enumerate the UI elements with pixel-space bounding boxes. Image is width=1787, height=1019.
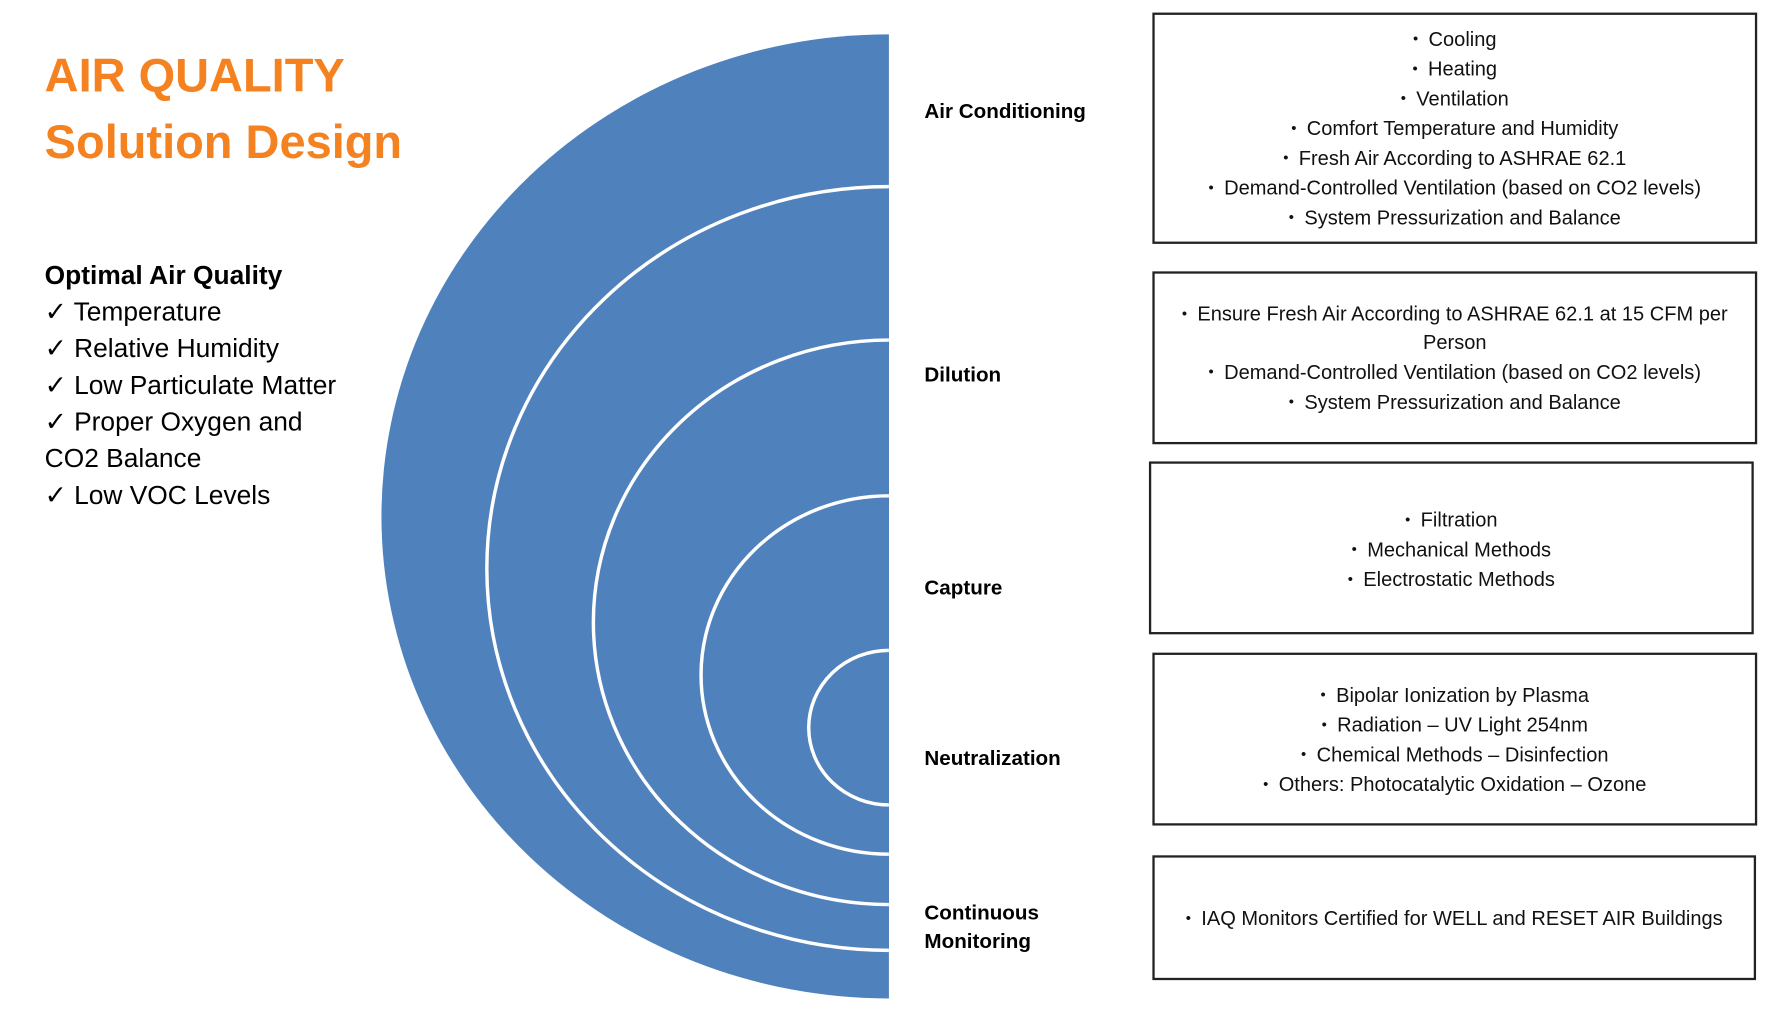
bullet-item: Ventilation <box>1401 84 1509 114</box>
bullet-item: Heating <box>1412 54 1497 84</box>
bullet-item: Bipolar Ionization by Plasma <box>1321 680 1589 710</box>
layer-label-continuous-monitoring: Continuous Monitoring <box>924 901 1039 953</box>
neutralization-box: Bipolar Ionization by Plasma Radiation –… <box>1152 652 1758 826</box>
bullet-item: Filtration <box>1405 505 1498 535</box>
optimal-heading: Optimal Air Quality <box>44 259 283 290</box>
bullet-item: Cooling <box>1413 24 1497 54</box>
optimal-air-quality-list: Optimal Air Quality ✓ Temperature ✓ Rela… <box>45 256 337 512</box>
bullet-item: Comfort Temperature and Humidity <box>1291 113 1619 143</box>
optimal-item: ✓ Low VOC Levels <box>44 479 271 510</box>
layer-label-air-conditioning: Air Conditioning <box>924 99 1086 123</box>
bullet-item: Ensure Fresh Air According to ASHRAE 62.… <box>1166 299 1743 357</box>
optimal-item: ✓ Proper Oxygen and CO2 Balance <box>44 406 303 473</box>
capture-box: Filtration Mechanical Methods Electrosta… <box>1148 461 1754 635</box>
bullet-item: Demand-Controlled Ventilation (based on … <box>1209 357 1701 387</box>
air-conditioning-box: Cooling Heating Ventilation Comfort Temp… <box>1152 12 1758 244</box>
optimal-item: ✓ Temperature <box>44 296 222 327</box>
bullet-item: Demand-Controlled Ventilation (based on … <box>1209 173 1701 203</box>
bullet-item: Chemical Methods – Disinfection <box>1301 739 1609 769</box>
bullet-item: Mechanical Methods <box>1352 535 1551 565</box>
optimal-item: ✓ Low Particulate Matter <box>44 369 337 400</box>
optimal-item: ✓ Relative Humidity <box>44 333 280 363</box>
title-line-1: AIR QUALITY <box>44 49 345 102</box>
layer-core <box>807 648 889 807</box>
bullet-item: Fresh Air According to ASHRAE 62.1 <box>1283 143 1627 173</box>
bullet-item: System Pressurization and Balance <box>1289 203 1620 233</box>
continuous-monitoring-box: IAQ Monitors Certified for WELL and RESE… <box>1152 855 1757 981</box>
bullet-item: Others: Photocatalytic Oxidation – Ozone <box>1263 769 1647 799</box>
layer-label-dilution: Dilution <box>924 362 1002 386</box>
layer-label-capture: Capture <box>924 575 1003 599</box>
dilution-box: Ensure Fresh Air According to ASHRAE 62.… <box>1152 271 1758 445</box>
title-line-2: Solution Design <box>44 115 403 169</box>
bullet-item: Radiation – UV Light 254nm <box>1322 709 1588 739</box>
layer-label-neutralization: Neutralization <box>924 746 1061 770</box>
bullet-item: System Pressurization and Balance <box>1289 387 1620 417</box>
bullet-item: Electrostatic Methods <box>1348 564 1555 594</box>
bullet-item: IAQ Monitors Certified for WELL and RESE… <box>1186 903 1722 933</box>
